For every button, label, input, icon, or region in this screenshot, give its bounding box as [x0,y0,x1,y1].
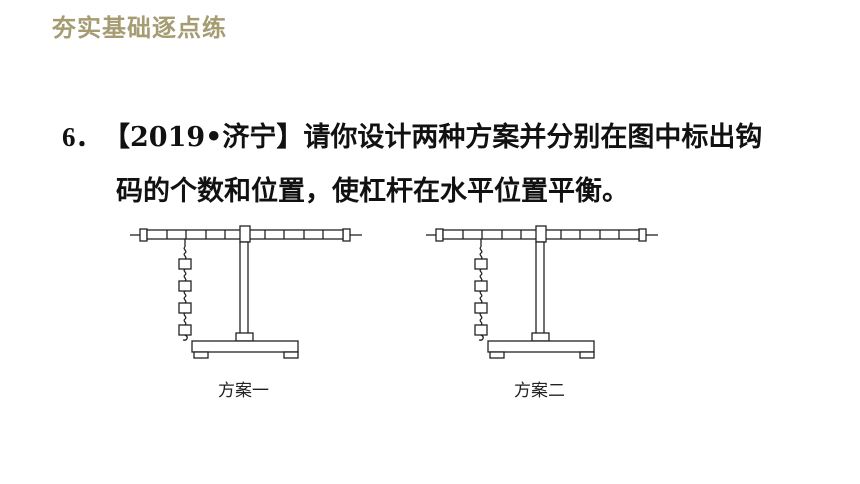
lever-figure-1 [130,225,362,359]
hook-weights-2 [474,239,488,341]
question-line-2: 码的个数和位置，使杠杆在水平位置平衡。 [116,178,629,205]
question-source: 【2019•济宁】 [116,122,304,153]
question-number: 6． [62,122,103,152]
lever-figure-2 [426,225,658,359]
question-text-1: 请你设计两种方案并分别在图中标出钩 [303,122,763,153]
figure-caption-2: 方案二 [514,381,565,401]
lever-ticks-1 [166,230,324,239]
figure-caption-1: 方案一 [218,381,269,401]
section-header: 夯实基础逐点练 [52,14,227,42]
lever-ticks-2 [462,230,620,239]
hook-weights-1 [178,239,192,341]
question-text-2: 码的个数和位置，使杠杆在水平位置平衡。 [116,176,629,207]
question-line-1: 6． 【2019•济宁】请你设计两种方案并分别在图中标出钩 [62,122,763,153]
